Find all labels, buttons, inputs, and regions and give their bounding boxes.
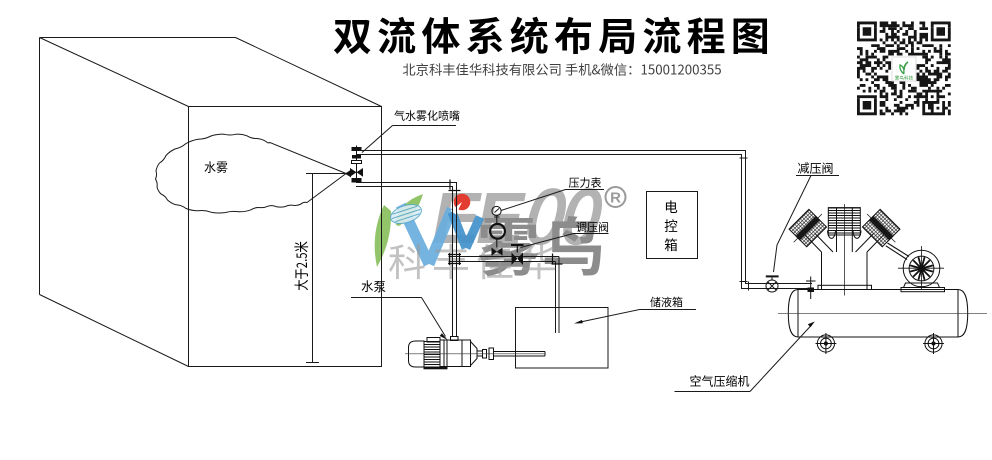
svg-text:水雾: 水雾 (204, 159, 228, 176)
svg-text:控: 控 (664, 215, 678, 235)
svg-text:调压阀: 调压阀 (576, 219, 609, 235)
svg-text:雾鸟: 雾鸟 (477, 198, 607, 289)
svg-text:空气压缩机: 空气压缩机 (690, 373, 750, 390)
svg-text:压力表: 压力表 (569, 175, 602, 191)
svg-text:水泵: 水泵 (361, 276, 386, 295)
svg-text:大于2.5米: 大于2.5米 (290, 241, 311, 291)
svg-text:科丰佳华: 科丰佳华 (388, 232, 564, 287)
svg-text:气水雾化喷嘴: 气水雾化喷嘴 (394, 108, 460, 124)
svg-text:储液箱: 储液箱 (650, 294, 683, 310)
svg-text:双流体系统布局流程图: 双流体系统布局流程图 (333, 7, 775, 63)
svg-text:箱: 箱 (664, 234, 678, 254)
svg-text:北京科丰佳华科技有限公司 手机&微信：15001200355: 北京科丰佳华科技有限公司 手机&微信：15001200355 (402, 60, 721, 79)
svg-text:减压阀: 减压阀 (798, 160, 834, 177)
svg-text:R: R (610, 187, 621, 208)
svg-text:电: 电 (664, 196, 678, 216)
svg-text:雾鸟科技: 雾鸟科技 (895, 75, 914, 82)
